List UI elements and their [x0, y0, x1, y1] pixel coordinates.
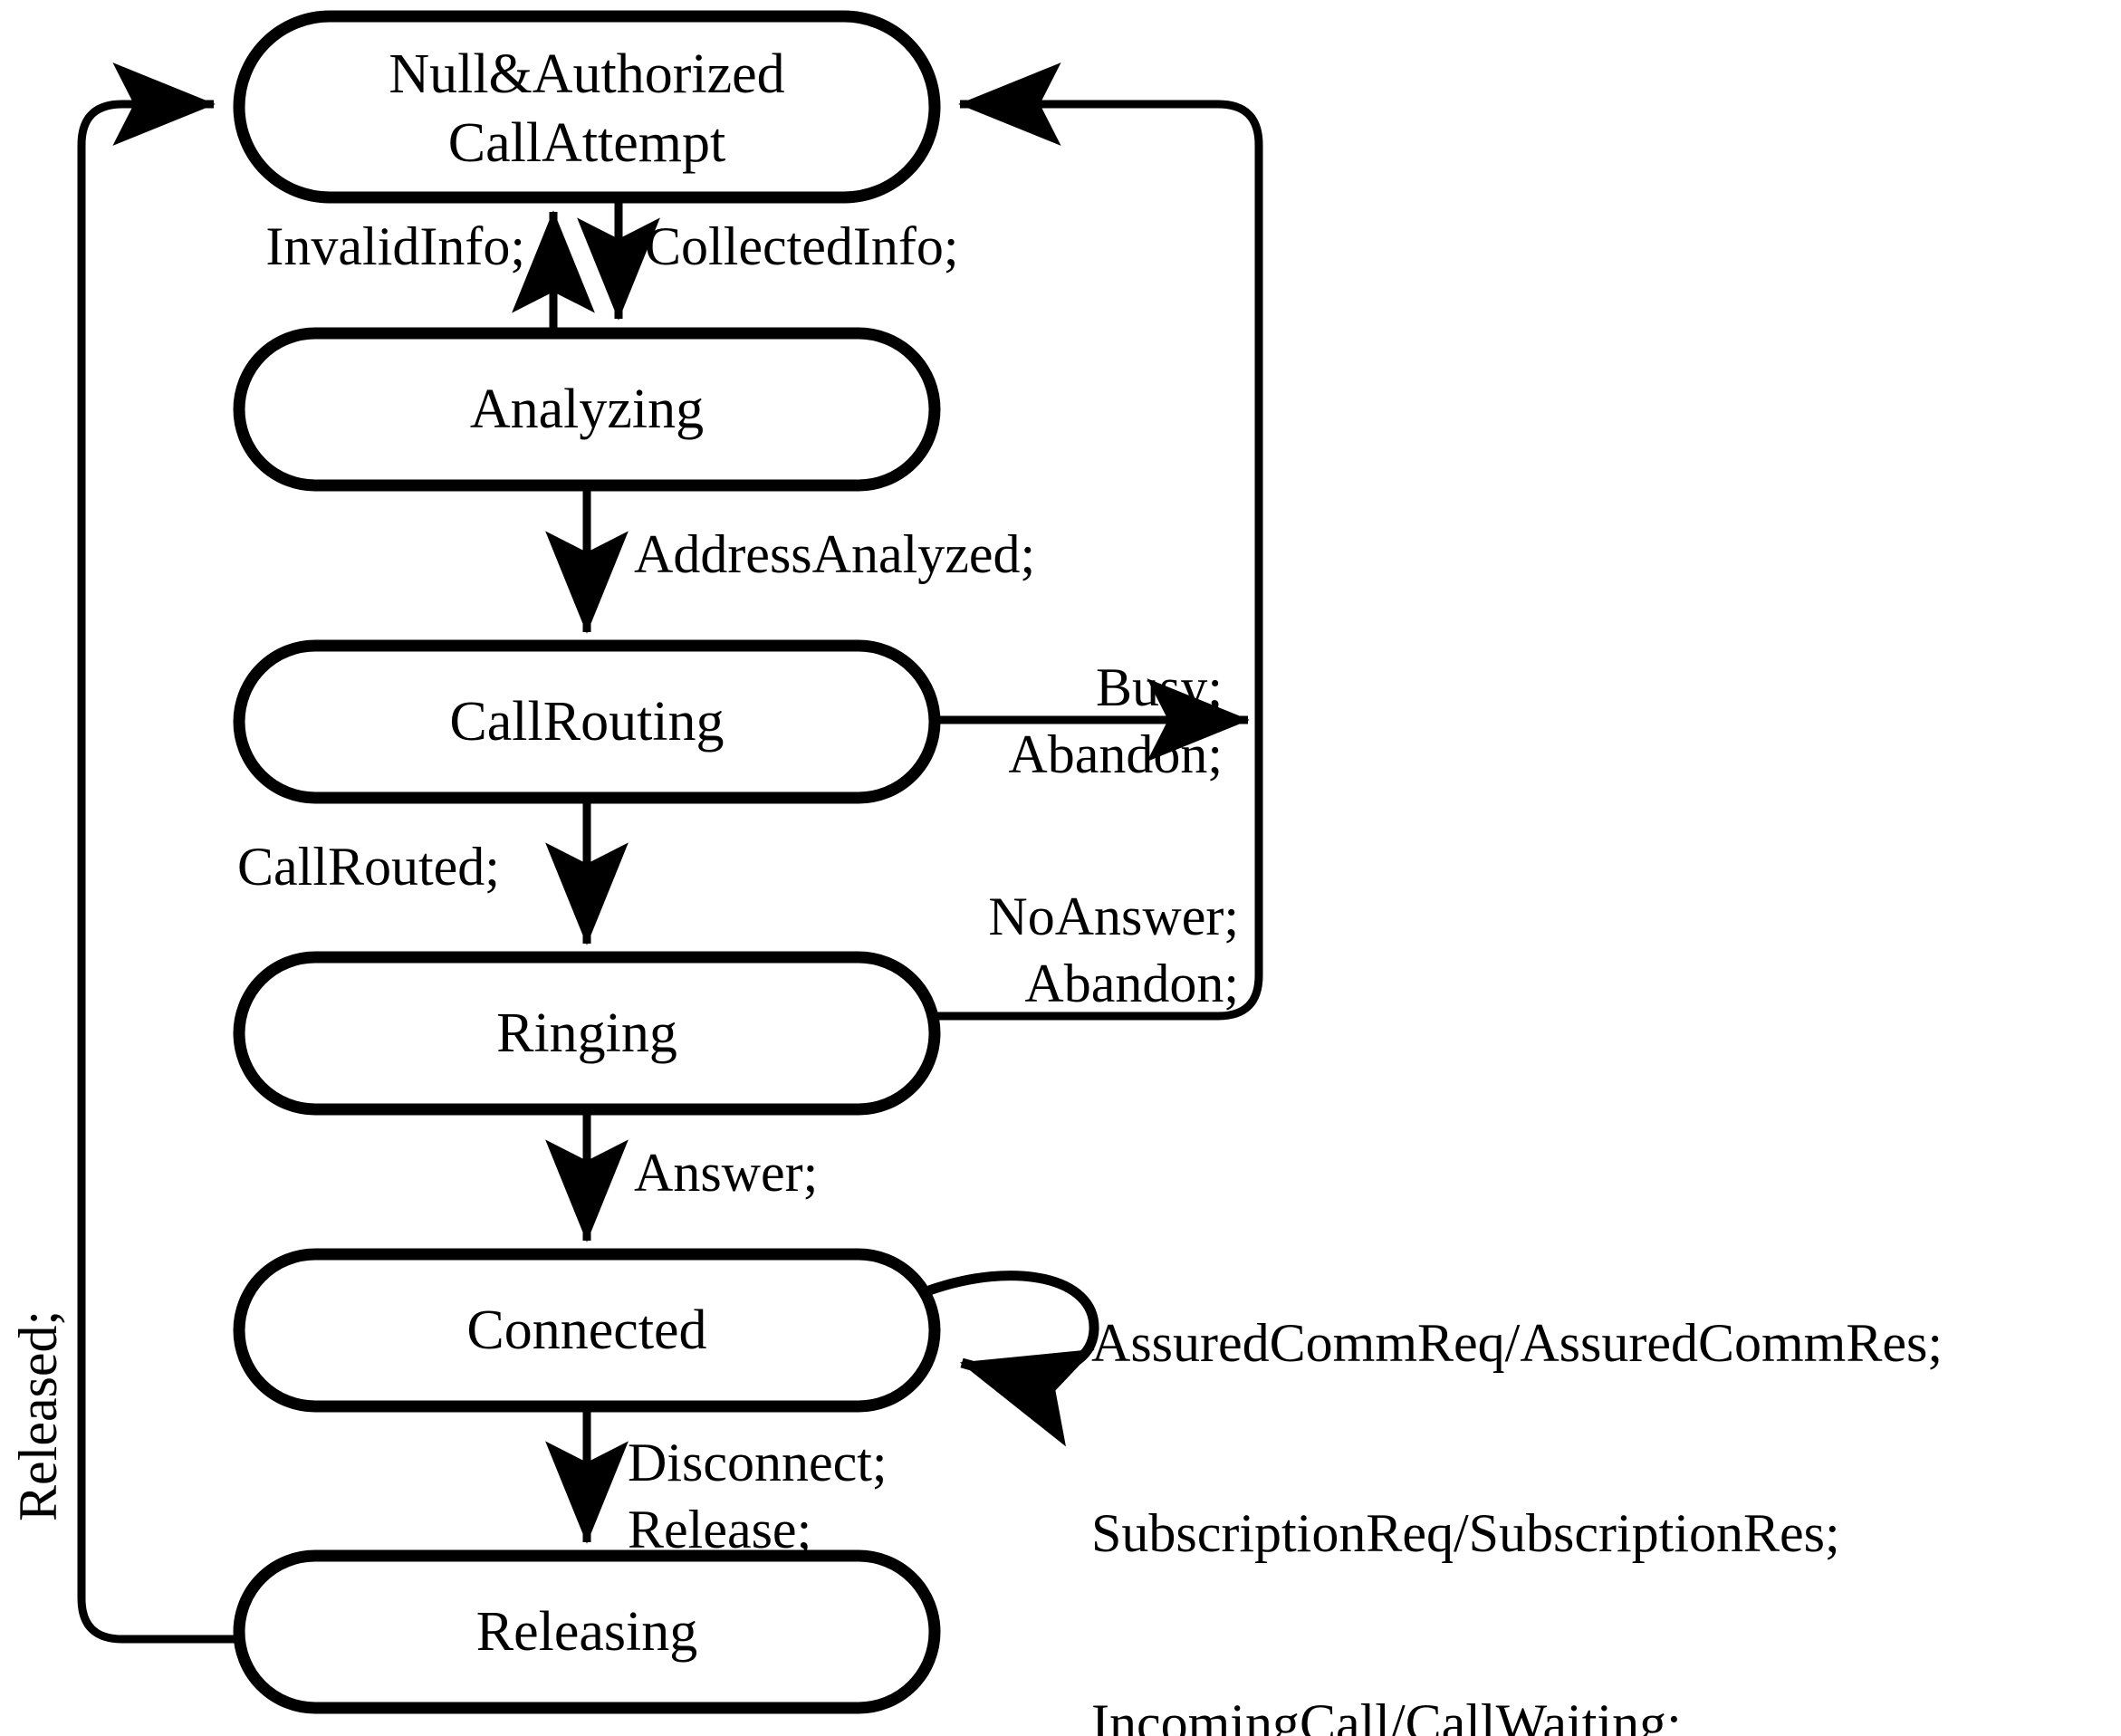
state-box-connected — [233, 1248, 941, 1413]
self-loop-message: AssuredCommReq/AssuredCommRes; — [1091, 1313, 1943, 1373]
edge-label-release: Release; — [628, 1500, 812, 1559]
edge-label-invalidinfo: InvalidInfo; — [265, 216, 525, 276]
edge-label-disconnect: Disconnect; — [628, 1433, 888, 1492]
edge-connected-self-loop — [927, 1271, 1099, 1447]
edge-label-busy: Busy; — [1095, 657, 1223, 717]
edge-label-answer: Answer; — [634, 1143, 819, 1203]
edge-noanswer-abandon — [935, 62, 1263, 1021]
edge-label-busy-abandon: Abandon; — [1008, 724, 1223, 784]
self-loop-message: SubscriptionReq/SubscriptionRes; — [1091, 1503, 1840, 1563]
edge-label-noanswer: NoAnswer; — [988, 887, 1239, 946]
self-loop-message-list: AssuredCommReq/AssuredCommRes; Subscript… — [1091, 1185, 2115, 1736]
edge-label-noanswer-abandon: Abandon; — [1024, 954, 1239, 1013]
state-box-null-authorized — [233, 10, 941, 204]
state-box-ringing — [233, 951, 941, 1116]
edge-released — [77, 62, 239, 1644]
edge-label-released: Released; — [8, 1309, 68, 1521]
edge-label-callrouted: CallRouted; — [237, 837, 500, 897]
edge-label-addressanalyzed: AddressAnalyzed; — [634, 524, 1036, 584]
self-loop-message: IncomingCall/CallWaiting; — [1091, 1693, 1682, 1736]
state-box-analyzing — [233, 327, 941, 492]
edge-label-collectedinfo: CollectedInfo; — [645, 216, 959, 276]
state-box-releasing — [233, 1549, 941, 1714]
